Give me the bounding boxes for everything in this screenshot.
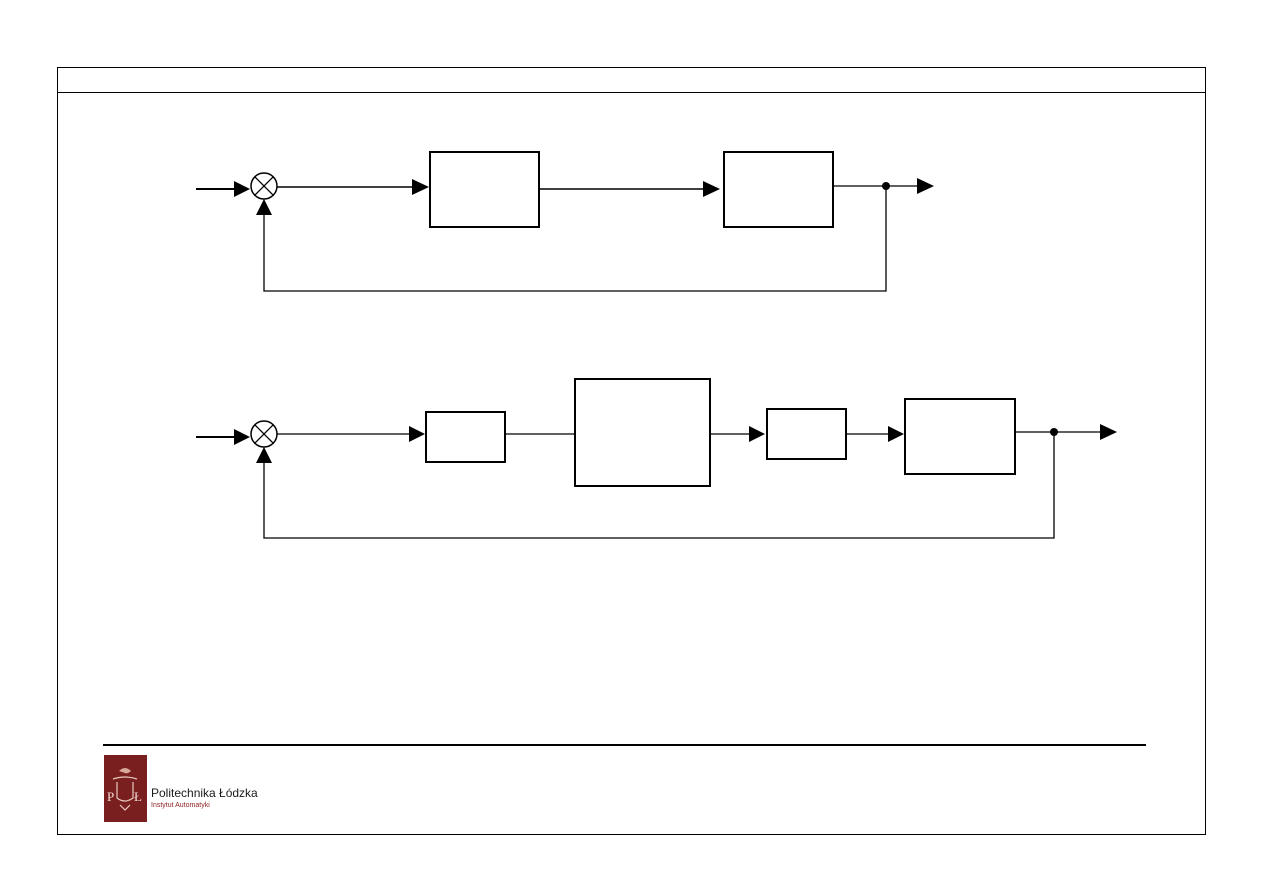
footer-rule — [103, 744, 1146, 746]
d1-block-2 — [723, 151, 834, 228]
svg-text:P: P — [107, 789, 114, 804]
svg-text:Ł: Ł — [134, 789, 142, 804]
university-logo-icon: P Ł — [104, 755, 147, 822]
header-rule — [57, 92, 1206, 93]
d1-arrow-block2 — [703, 181, 720, 197]
d2-arrow-block3 — [749, 426, 765, 442]
d2-summing-junction-icon — [250, 420, 278, 448]
d1-arrow-block1 — [412, 179, 429, 195]
d1-block-1 — [429, 151, 540, 228]
d2-block-1 — [425, 411, 506, 463]
d2-input-arrow — [234, 429, 250, 445]
d1-summing-junction-icon — [250, 172, 278, 200]
slide-frame — [57, 67, 1206, 835]
institution-name: Politechnika Łódzka — [151, 786, 258, 800]
d2-arrow-block1 — [409, 426, 425, 442]
d2-block-3 — [766, 408, 847, 460]
d1-output-arrow — [917, 178, 934, 194]
diagram-1 — [196, 151, 934, 292]
d2-feedback-path — [263, 432, 1055, 539]
d2-output-arrow — [1100, 424, 1117, 440]
d2-feedback-arrow — [256, 447, 272, 463]
d1-feedback-path — [263, 186, 887, 292]
d1-feedback-arrow — [256, 199, 272, 215]
d2-block-4 — [904, 398, 1016, 475]
d2-arrow-block4 — [888, 426, 904, 442]
d2-block-2 — [574, 378, 711, 487]
diagram-2 — [196, 378, 1117, 539]
d1-input-arrow — [234, 181, 250, 197]
department-name: Instytut Automatyki — [151, 802, 210, 809]
